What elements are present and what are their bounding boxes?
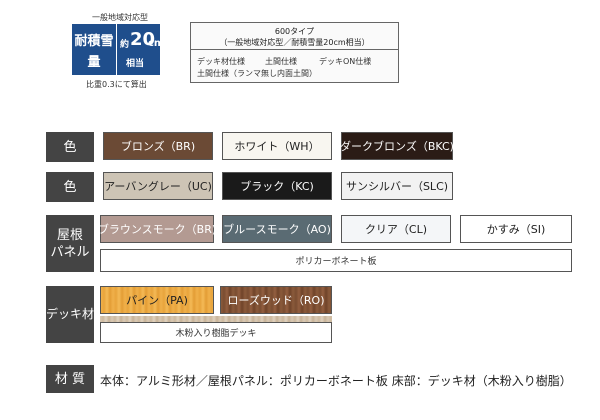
spec-doma-no-ranma: 土間仕様（ランマ無し内面土間） [197,69,317,78]
roof-swatch-kasumi[interactable]: かすみ（SI) [460,215,572,243]
snow-load-label-line1: 耐積雪 [74,34,114,49]
type-title: 600タイプ [274,27,315,36]
material-description: 本体：アルミ形材／屋根パネル：ポリカーボネート板 床部：デッキ材（木粉入り樹脂） [100,374,572,388]
type-info-box: 600タイプ （一般地域対応型／耐積雪量20cm相当） デッキ材仕様 土間仕様 … [190,22,399,83]
snow-ratio-label: 相当 [126,59,145,69]
snow-load-label: 耐積雪 量 [72,24,117,75]
snow-load-label-line2: 量 [87,55,101,70]
type-subtitle: （一般地域対応型／耐積雪量20cm相当） [219,38,370,47]
color-swatch-urban-grey[interactable]: アーバングレー（UC) [103,172,213,200]
deck-material-bar: 木粉入り樹脂デッキ [100,322,332,343]
color-header-2: 色 [46,172,94,202]
spec-deck: デッキ材仕様 [197,57,245,66]
snow-unit: cm [148,38,165,49]
deck-header: デッキ材 [46,286,94,343]
snow-prefix: 約 [120,40,130,50]
snow-footnote: 比重0.3にて算出 [86,80,147,89]
divider [191,49,398,50]
color-swatch-white[interactable]: ホワイト（WH） [222,132,332,160]
roof-swatch-clear[interactable]: クリア（CL) [341,215,451,243]
roof-material-bar: ポリカーボネート板 [100,249,572,272]
snow-value: 20 [130,29,156,50]
spec-doma: 土間仕様 [265,57,297,66]
roof-swatch-blue-smoke[interactable]: ブルースモーク（AO) [222,215,332,243]
color-swatch-bronze[interactable]: ブロンズ（BR) [103,132,213,160]
roof-panel-header-line1: 屋根 [56,227,83,243]
color-header-1: 色 [46,132,94,162]
roof-panel-header: 屋根 パネル [46,215,94,272]
color-swatch-sun-silver[interactable]: サンシルバー（SLC) [341,172,453,200]
snow-load-value: 約 20 cm 相当 [118,24,164,75]
material-header: 材 質 [46,365,94,393]
deck-swatch-pine[interactable]: パイン（PA) [100,286,214,314]
color-swatch-dark-bronze[interactable]: ダークブロンズ（BKC) [340,132,454,160]
deck-wood-texture [100,316,332,322]
color-swatch-black[interactable]: ブラック（KC) [222,172,332,200]
spec-deck-on: デッキON仕様 [319,57,372,66]
snow-load-badge: 耐積雪 量 約 20 cm 相当 [72,24,164,75]
snow-region-label: 一般地域対応型 [92,13,148,22]
roof-panel-header-line2: パネル [50,244,90,260]
roof-swatch-brown-smoke[interactable]: ブラウンスモーク（BR) [98,215,216,243]
deck-swatch-rosewood[interactable]: ローズウッド（RO) [220,286,332,314]
